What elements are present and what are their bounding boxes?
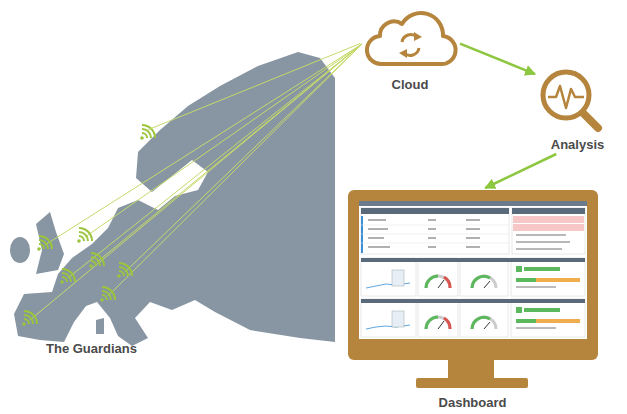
flow-arrow xyxy=(460,44,535,75)
uplink-lines xyxy=(30,44,362,320)
ireland xyxy=(10,237,30,263)
sardinia xyxy=(96,318,104,334)
labelled-icon: Cloud xyxy=(360,10,460,94)
screen-gauges xyxy=(426,276,496,329)
labelled-icon: Analysis xyxy=(535,60,620,154)
icon-label: Analysis xyxy=(551,137,604,152)
screen-alerts xyxy=(512,208,585,254)
screen-table xyxy=(361,208,509,254)
monitor xyxy=(348,190,598,388)
europe-map xyxy=(10,52,335,346)
labelled-icon: The Guardians xyxy=(0,130,335,360)
screen-charts xyxy=(366,270,410,329)
screen-panels xyxy=(361,258,585,337)
labelled-icon: Dashboard xyxy=(345,188,600,412)
uplink-line xyxy=(147,44,360,130)
great-britain xyxy=(36,212,64,274)
flow-arrow xyxy=(485,154,556,188)
analysis-icon xyxy=(543,72,598,128)
icon-label: The Guardians xyxy=(46,341,137,356)
guardian-icons xyxy=(22,125,155,326)
icon-label: Dashboard xyxy=(439,395,507,410)
cloud-icon xyxy=(367,13,456,64)
screen-values xyxy=(516,266,580,329)
icon-label: Cloud xyxy=(392,77,429,92)
